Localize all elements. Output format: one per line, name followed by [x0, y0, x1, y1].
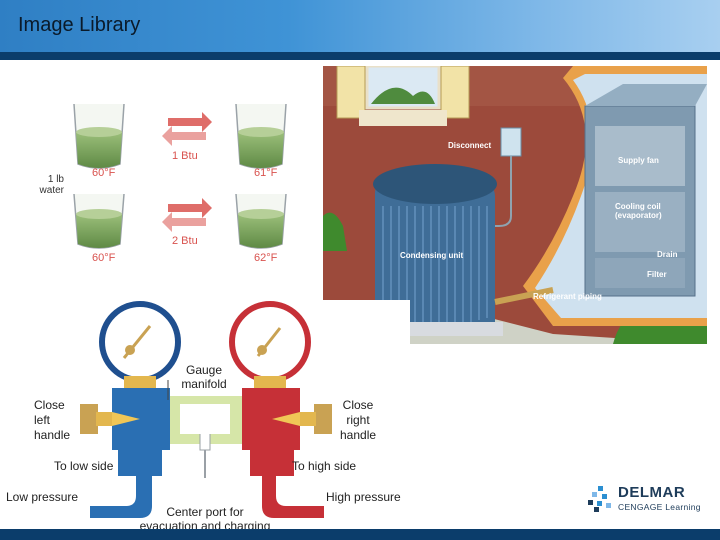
low-side-valve — [80, 388, 170, 518]
label-disconnect: Disconnect — [448, 141, 492, 150]
house-window — [336, 66, 470, 126]
label-supply-fan: Supply fan — [618, 156, 659, 165]
header-divider — [0, 52, 720, 60]
row2-energy: 2 Btu — [172, 235, 198, 247]
condensing-unit — [363, 164, 503, 336]
air-handler — [584, 84, 707, 297]
label-filter: Filter — [647, 270, 667, 279]
header-banner: Image Library — [0, 0, 720, 52]
label-to-low-side: To low side — [54, 459, 114, 473]
row2-right-temp: 62°F — [254, 252, 278, 264]
label-to-high-side: To high side — [292, 459, 357, 473]
label-gauge-manifold: Gauge manifold — [181, 363, 227, 391]
beaker-row1-left — [73, 103, 125, 169]
high-side-gauge — [229, 301, 311, 388]
label-condensing-unit: Condensing unit — [400, 251, 464, 260]
low-side-gauge — [99, 301, 181, 388]
center-port — [199, 434, 211, 451]
row1-left-temp: 60°F — [92, 167, 116, 179]
row2-left-temp: 60°F — [92, 252, 116, 264]
logo-brand-text: DELMAR — [618, 484, 686, 501]
delmar-logo-icon — [588, 486, 611, 512]
ac-system-illustration — [323, 66, 707, 344]
label-high-pressure: High pressure — [326, 490, 401, 504]
energy-arrows-row1 — [162, 112, 212, 146]
row1-right-temp: 61°F — [254, 167, 278, 179]
beaker-row2-right — [235, 193, 287, 249]
beaker-row2-left — [73, 193, 125, 249]
row1-energy: 1 Btu — [172, 150, 198, 162]
label-refrigerant-piping: Refrigerant piping — [533, 292, 602, 301]
beaker-row1-right — [235, 103, 287, 169]
logo-sub-text: CENGAGE Learning — [618, 502, 701, 512]
label-close-left-handle: Close left handle — [34, 398, 71, 442]
mass-label: 1 lb water — [39, 174, 64, 196]
high-side-valve — [242, 388, 332, 518]
energy-arrows-row2 — [162, 198, 212, 232]
label-cooling-coil: Cooling coil (evaporator) — [615, 202, 662, 220]
label-close-right-handle: Close right handle — [340, 398, 377, 442]
label-low-pressure: Low pressure — [6, 490, 79, 504]
gauge-manifold-diagram — [0, 300, 410, 532]
slide-title: Image Library — [18, 14, 141, 36]
heat-transfer-diagram — [73, 103, 287, 249]
disconnect-box — [483, 127, 522, 227]
label-drain: Drain — [657, 250, 678, 259]
footer-bar — [0, 529, 720, 540]
refrigerant-pipe — [494, 287, 554, 305]
publisher-logo: DELMAR CENGAGE Learning — [588, 484, 712, 518]
